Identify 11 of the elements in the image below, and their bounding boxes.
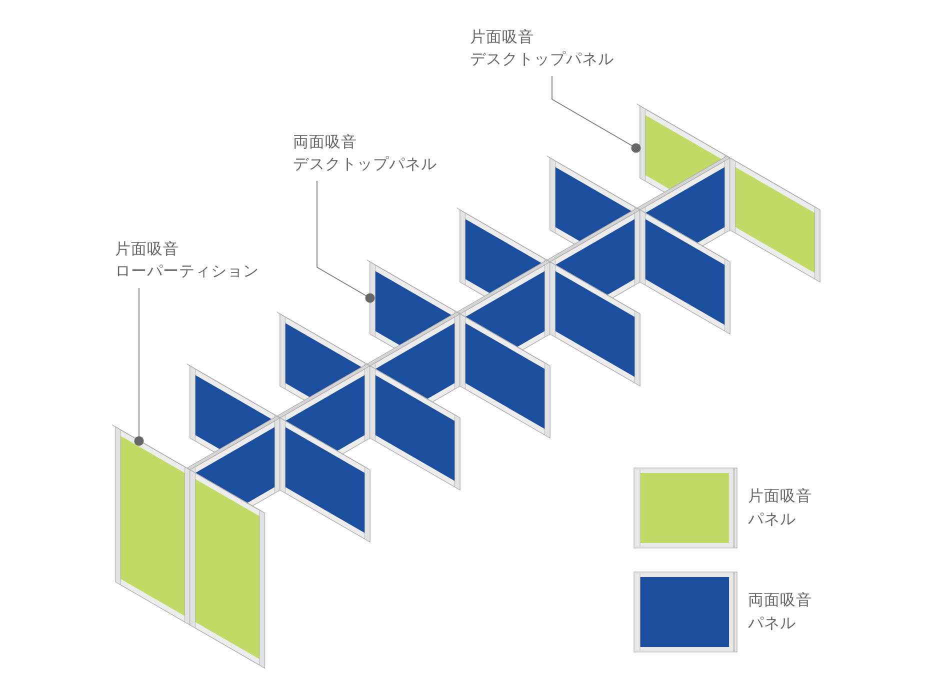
leader-line: [316, 180, 375, 303]
callout-label: ローパーティション: [115, 261, 259, 282]
leader-line: [552, 76, 641, 153]
callout-label: 片面吸音: [115, 239, 180, 260]
callout-label: 両面吸音: [293, 132, 358, 153]
leader-line: [134, 288, 144, 446]
callout-label: 片面吸音: [470, 27, 535, 48]
legend-label: 片面吸音パネル: [748, 486, 813, 530]
callout-label: デスクトップパネル: [293, 154, 437, 175]
callout-label: デスクトップパネル: [470, 49, 614, 70]
legend-label: 両面吸音パネル: [748, 590, 813, 634]
